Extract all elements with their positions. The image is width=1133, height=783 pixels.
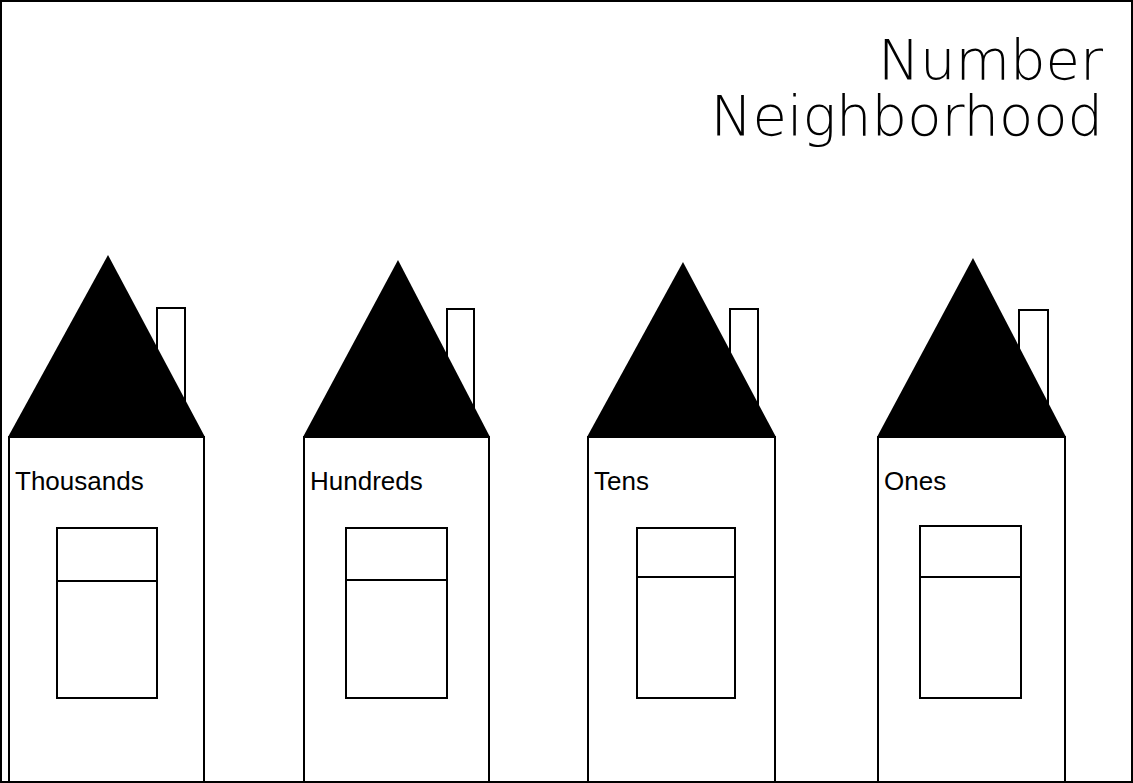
window-line bbox=[920, 576, 1021, 578]
window-line bbox=[637, 576, 735, 578]
roof bbox=[587, 262, 776, 437]
window bbox=[57, 528, 157, 698]
window-line bbox=[346, 579, 447, 581]
window bbox=[346, 528, 447, 698]
roof bbox=[8, 255, 205, 437]
roof bbox=[303, 260, 490, 437]
window bbox=[920, 526, 1021, 698]
diagram-title: Number Neighborhood bbox=[633, 32, 1103, 144]
place-value-label: Ones bbox=[884, 466, 946, 497]
house-body: Ones bbox=[877, 436, 1066, 783]
house-body: Hundreds bbox=[303, 436, 490, 783]
window bbox=[637, 528, 735, 698]
window-line bbox=[57, 580, 157, 582]
place-value-label: Thousands bbox=[15, 466, 144, 497]
house-body: Thousands bbox=[8, 436, 205, 783]
place-value-label: Hundreds bbox=[310, 466, 423, 497]
house-body: Tens bbox=[587, 436, 776, 783]
place-value-label: Tens bbox=[594, 466, 649, 497]
roof bbox=[877, 258, 1066, 437]
